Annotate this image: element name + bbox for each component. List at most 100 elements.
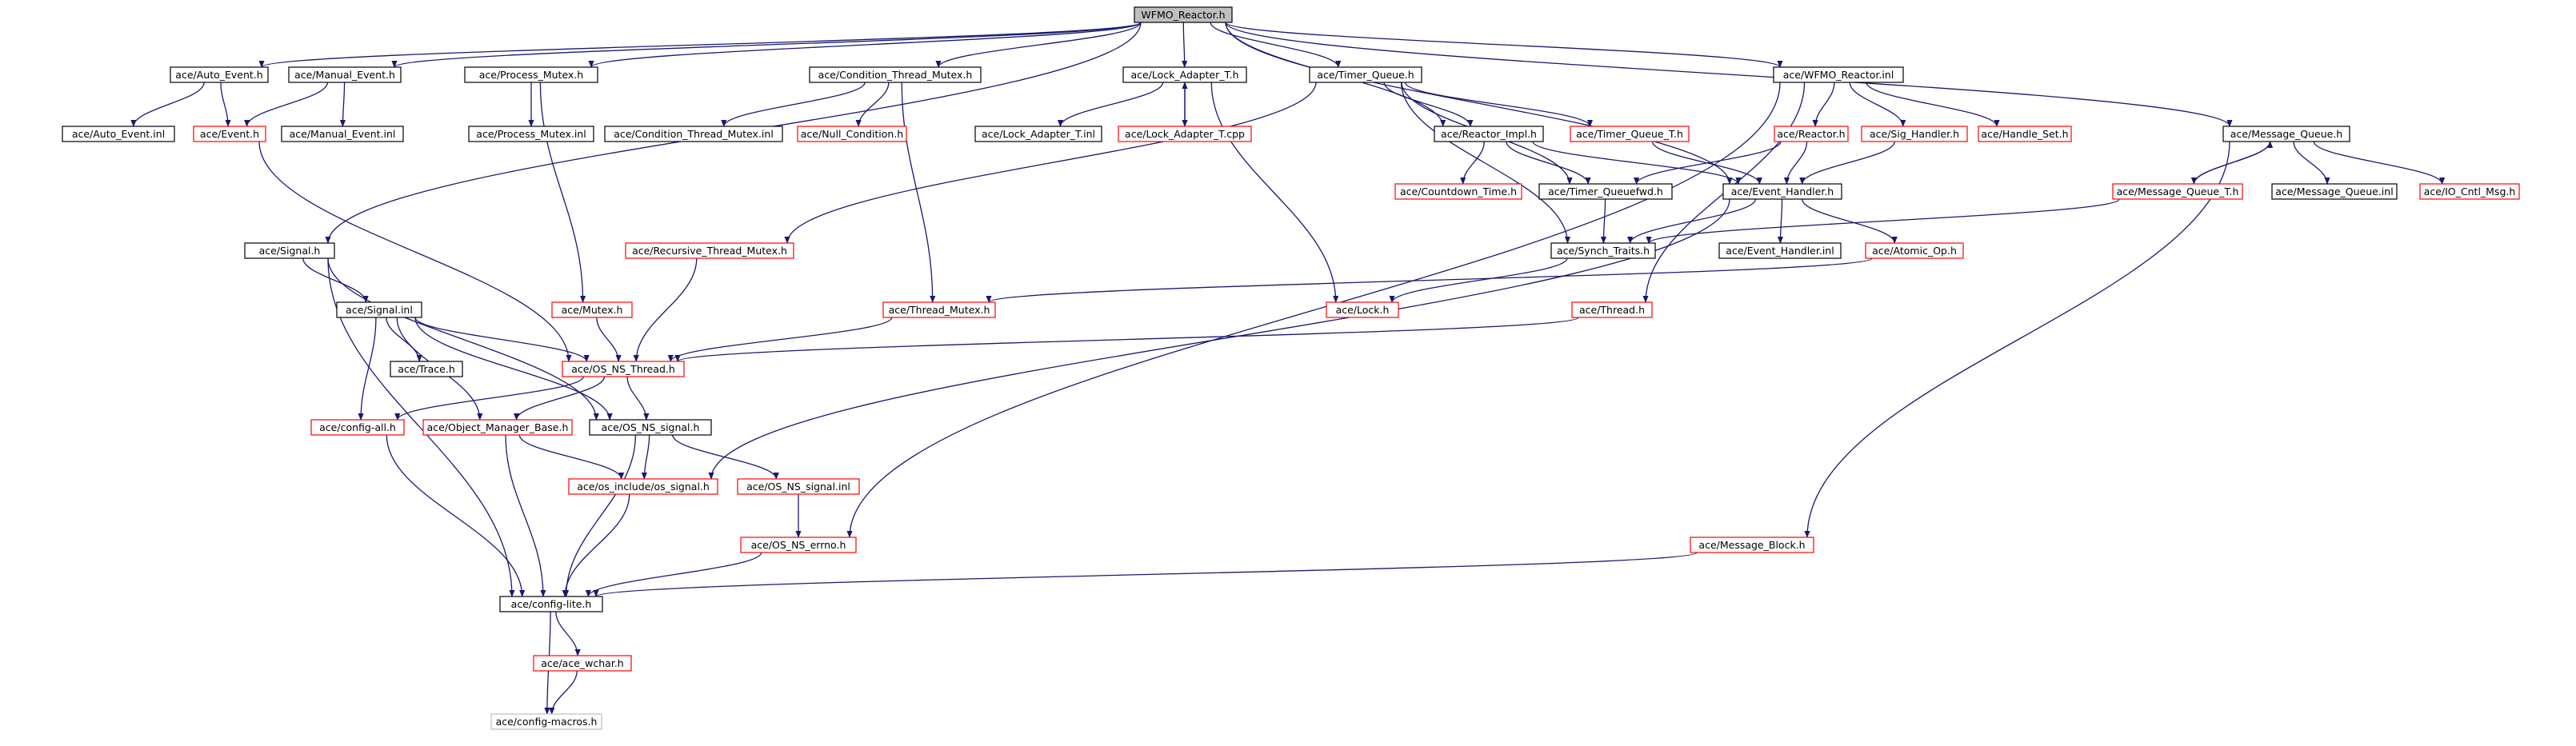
node-box[interactable] [390,361,463,377]
node-box[interactable] [1122,66,1247,83]
node-signal[interactable]: ace/Signal.h [244,242,335,259]
node-timerq[interactable]: ace/Timer_Queue.h [1309,66,1422,83]
node-autoev[interactable]: ace/Auto_Event.h [170,66,269,83]
node-lock[interactable]: ace/Lock.h [1326,301,1399,318]
node-lockad[interactable]: ace/Lock_Adapter_T.h [1122,66,1247,83]
node-objmgr[interactable]: ace/Object_Manager_Base.h [422,419,573,436]
node-osnssig[interactable]: ace/OS_NS_signal.h [589,419,712,436]
node-msgqinl[interactable]: ace/Message_Queue.inl [2271,183,2398,200]
node-nullcond[interactable]: ace/Null_Condition.h [797,126,907,142]
node-wfmoinl[interactable]: ace/WFMO_Reactor.inl [1773,66,1904,83]
node-box[interactable] [499,596,603,612]
node-box[interactable] [62,126,175,142]
node-box[interactable] [1722,183,1842,200]
node-box[interactable] [2419,183,2520,200]
node-timerqfwd[interactable]: ace/Timer_Queuefwd.h [1538,183,1673,200]
node-lockadinl[interactable]: ace/Lock_Adapter_T.inl [974,126,1102,142]
node-box[interactable] [797,126,907,142]
node-box[interactable] [422,419,573,436]
node-iocntl[interactable]: ace/IO_Cntl_Msg.h [2419,183,2520,200]
node-event[interactable]: ace/Event.h [193,126,266,142]
node-procmxinl[interactable]: ace/Process_Mutex.inl [468,126,594,142]
node-box[interactable] [882,301,996,318]
node-reactor[interactable]: ace/Reactor.h [1774,126,1849,142]
node-countdown[interactable]: ace/Countdown_Time.h [1394,183,1522,200]
node-condtminl[interactable]: ace/Condition_Thread_Mutex.inl [604,126,783,142]
node-atomic[interactable]: ace/Atomic_Op.h [1865,242,1964,259]
node-acewchar[interactable]: ace/ace_wchar.h [533,655,632,672]
node-box[interactable] [336,301,422,318]
node-recmx[interactable]: ace/Recursive_Thread_Mutex.h [625,242,794,259]
node-msgqt[interactable]: ace/Message_Queue_T.h [2112,183,2243,200]
node-lockadcpp[interactable]: ace/Lock_Adapter_T.cpp [1118,126,1252,142]
node-box[interactable] [310,419,405,436]
node-box[interactable] [1571,301,1653,318]
node-configlite[interactable]: ace/config-lite.h [499,596,603,612]
node-box[interactable] [193,126,266,142]
node-configmacros[interactable]: ace/config-macros.h [490,713,602,730]
node-box[interactable] [1434,126,1544,142]
node-box[interactable] [170,66,269,83]
node-signalinl[interactable]: ace/Signal.inl [336,301,422,318]
node-box[interactable] [1978,126,2072,142]
node-box[interactable] [737,478,860,495]
node-synch[interactable]: ace/Synch_Traits.h [1550,242,1656,259]
node-trace[interactable]: ace/Trace.h [390,361,463,377]
node-manev[interactable]: ace/Manual_Event.h [288,66,402,83]
node-osincsig[interactable]: ace/os_include/os_signal.h [568,478,718,495]
node-box[interactable] [1309,66,1422,83]
node-box[interactable] [604,126,783,142]
node-box[interactable] [464,66,598,83]
node-box[interactable] [1865,242,1964,259]
node-msgblock[interactable]: ace/Message_Block.h [1690,537,1814,553]
node-box[interactable] [1118,126,1252,142]
node-box[interactable] [1718,242,1842,259]
node-box[interactable] [468,126,594,142]
node-sighand[interactable]: ace/Sig_Handler.h [1861,126,1968,142]
node-box[interactable] [589,419,712,436]
node-evhand[interactable]: ace/Event_Handler.h [1722,183,1842,200]
node-msgq[interactable]: ace/Message_Queue.h [2222,126,2350,142]
node-box[interactable] [2112,183,2243,200]
node-box[interactable] [1861,126,1968,142]
node-box[interactable] [281,126,404,142]
node-box[interactable] [1538,183,1673,200]
node-box[interactable] [1570,126,1690,142]
node-threadmx[interactable]: ace/Thread_Mutex.h [882,301,996,318]
node-box[interactable] [1690,537,1814,553]
node-box[interactable] [244,242,335,259]
node-thread[interactable]: ace/Thread.h [1571,301,1653,318]
node-osnsthr[interactable]: ace/OS_NS_Thread.h [562,361,685,377]
node-handset[interactable]: ace/Handle_Set.h [1978,126,2072,142]
node-box[interactable] [2222,126,2350,142]
node-mutex[interactable]: ace/Mutex.h [551,301,633,318]
node-configall[interactable]: ace/config-all.h [310,419,405,436]
node-box[interactable] [490,713,602,730]
node-osnssiginl[interactable]: ace/OS_NS_signal.inl [737,478,860,495]
node-box[interactable] [562,361,685,377]
node-box[interactable] [568,478,718,495]
node-root[interactable]: WFMO_Reactor.h [1134,6,1233,23]
node-box[interactable] [1773,66,1904,83]
node-box[interactable] [974,126,1102,142]
node-condtm[interactable]: ace/Condition_Thread_Mutex.h [809,66,982,83]
node-osnserrno[interactable]: ace/OS_NS_errno.h [740,537,857,553]
node-box[interactable] [533,655,632,672]
node-timerqt[interactable]: ace/Timer_Queue_T.h [1570,126,1690,142]
node-box[interactable] [809,66,982,83]
node-manevinl[interactable]: ace/Manual_Event.inl [281,126,404,142]
node-procmx[interactable]: ace/Process_Mutex.h [464,66,598,83]
node-box[interactable] [1326,301,1399,318]
node-box[interactable] [2271,183,2398,200]
node-box[interactable] [1774,126,1849,142]
node-box[interactable] [625,242,794,259]
node-box[interactable] [551,301,633,318]
node-box[interactable] [1134,6,1233,23]
node-box[interactable] [288,66,402,83]
node-box[interactable] [1550,242,1656,259]
node-reactimpl[interactable]: ace/Reactor_Impl.h [1434,126,1544,142]
node-box[interactable] [740,537,857,553]
node-evhandinl[interactable]: ace/Event_Handler.inl [1718,242,1842,259]
node-box[interactable] [1394,183,1522,200]
node-autoevinl[interactable]: ace/Auto_Event.inl [62,126,175,142]
